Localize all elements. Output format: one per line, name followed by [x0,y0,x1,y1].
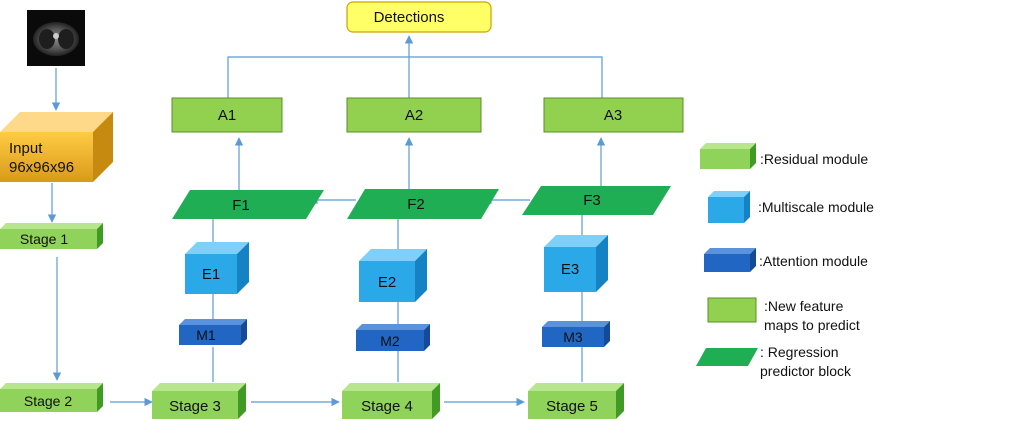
f2-label: F2 [407,196,425,213]
multiscale-module-e1: E1 [185,242,249,294]
legend-regression-label-2: predictor block [760,363,852,379]
multiscale-module-swatch [708,197,744,223]
attention-module-swatch [704,254,750,272]
stage-3-label: Stage 3 [169,398,221,415]
regression-block-f3: F3 [522,186,671,215]
attention-module-m2: M2 [356,324,430,351]
legend-multiscale: :Multiscale module [708,191,874,223]
new-feature-map-a2: A2 [346,97,482,133]
e3-label: E3 [561,261,579,278]
m1-label: M1 [196,327,216,343]
legend-regression: : Regression predictor block [696,344,852,379]
attention-module-m3: M3 [542,321,610,347]
input-label: Input [9,140,43,157]
legend-residual: :Residual module [700,143,868,169]
ct-scan-thumbnail-icon [27,10,85,66]
f1-label: F1 [232,197,250,214]
stage-4-label: Stage 4 [361,398,413,415]
residual-module-swatch [700,149,750,169]
a2-label: A2 [405,107,423,124]
stage-5-label: Stage 5 [546,398,598,415]
regression-block-f2: F2 [347,189,499,219]
legend-attention: :Attention module [704,248,868,272]
input-size-label: 96x96x96 [9,159,74,176]
connectors [47,35,606,407]
legend-new-feature-label-2: maps to predict [764,317,860,333]
legend-new-feature-label-1: :New feature [764,298,844,314]
multiscale-module-e2: E2 [359,249,427,302]
stage-2-block: Stage 2 [0,383,103,412]
new-feature-map-a1: A1 [171,97,283,133]
f3-label: F3 [583,192,601,209]
detections-box: Detections [346,1,492,33]
new-feature-map-a3: A3 [543,97,684,133]
e1-label: E1 [202,266,220,283]
m2-label: M2 [380,333,400,349]
e2-label: E2 [378,274,396,291]
m3-label: M3 [563,329,583,345]
link-a3-to-detections [409,56,603,98]
stage-2-label: Stage 2 [24,393,72,409]
legend-regression-label-1: : Regression [760,344,839,360]
stage-1-block: Stage 1 [0,223,103,249]
a1-label: A1 [218,107,236,124]
legend-residual-label: :Residual module [760,151,868,167]
link-a1-to-detections [227,56,409,98]
new-feature-swatch [707,297,757,323]
legend-new-feature: :New feature maps to predict [707,297,860,333]
legend-multiscale-label: :Multiscale module [758,199,874,215]
regression-swatch [696,348,758,366]
regression-block-f1: F1 [172,190,324,219]
detections-label: Detections [374,9,445,26]
multiscale-module-e3: E3 [544,235,608,292]
a3-label: A3 [604,107,622,124]
legend-attention-label: :Attention module [759,253,868,269]
input-cube: Input 96x96x96 [0,112,113,182]
stage-4-block: Stage 4 [342,383,440,419]
stage-1-label: Stage 1 [20,231,68,247]
stage-3-block: Stage 3 [152,383,246,419]
legend: :Residual module :Multiscale module :Att… [696,143,874,379]
attention-module-m1: M1 [179,319,247,345]
stage-5-block: Stage 5 [528,383,624,419]
